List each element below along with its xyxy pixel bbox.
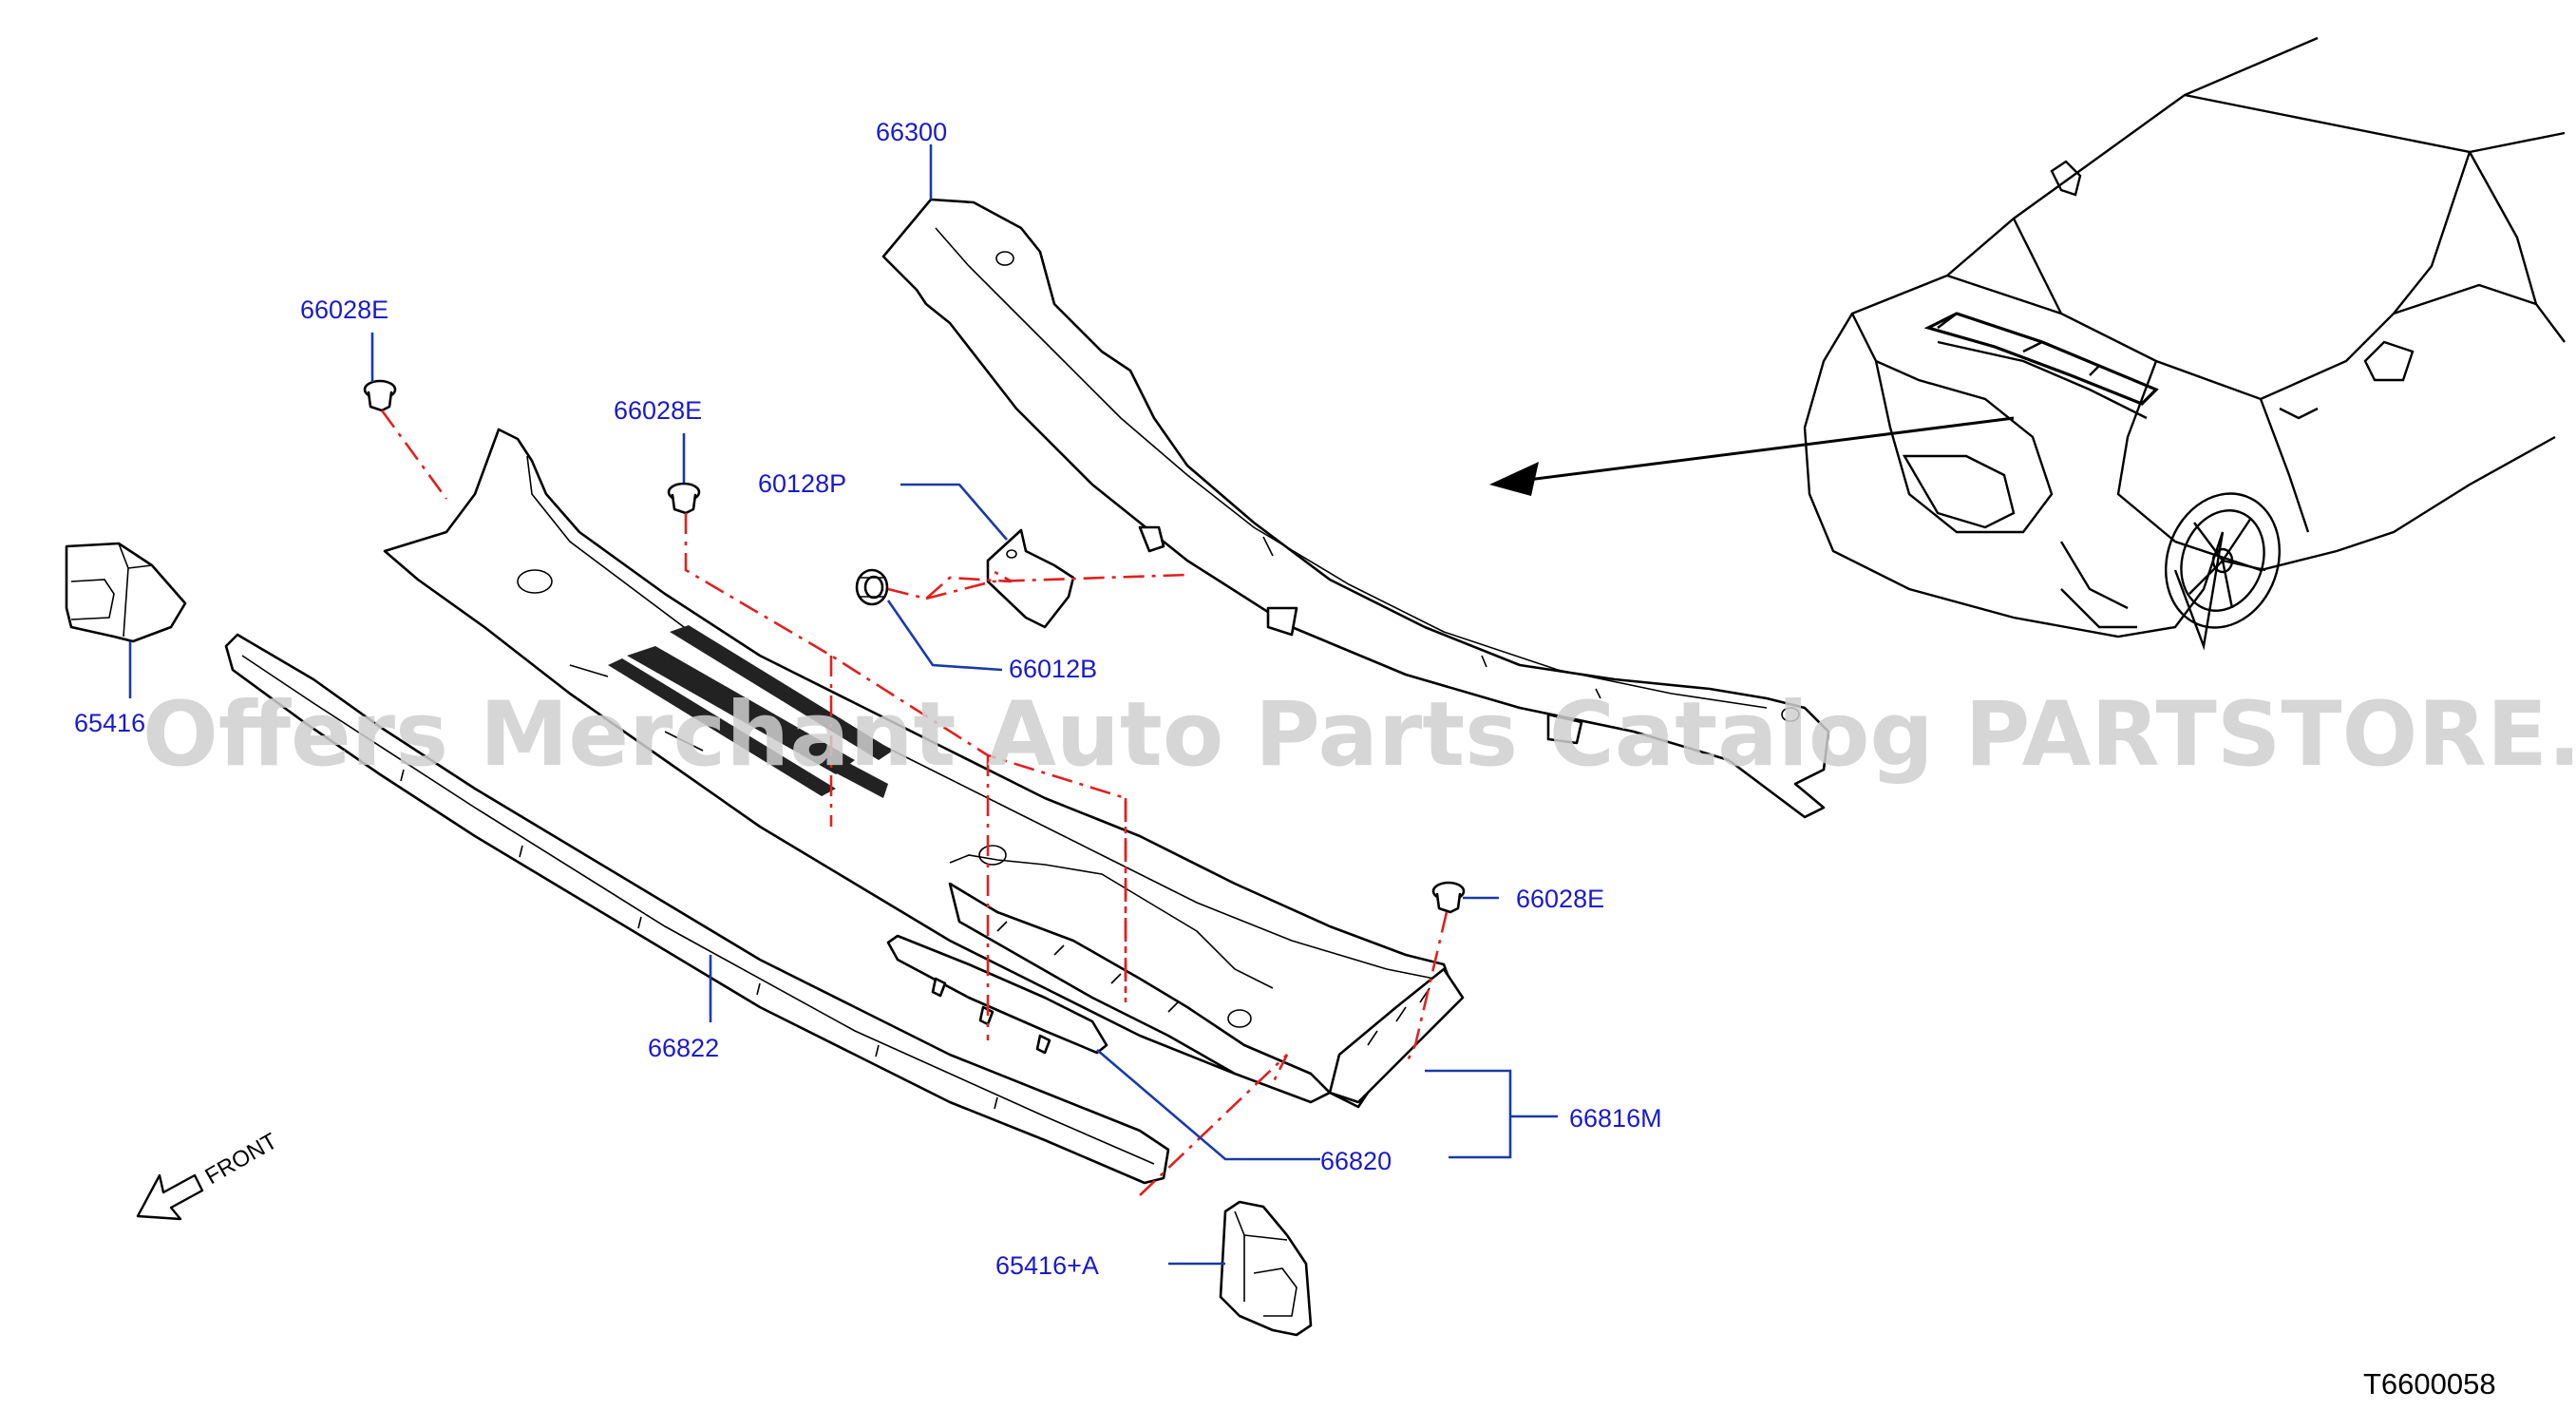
leader-lines [128, 144, 1558, 1266]
label-clip-right[interactable]: 66028E [1516, 885, 1604, 913]
label-cowl-garnish[interactable]: 66820 [1320, 1147, 1392, 1175]
label-clip-center[interactable]: 66028E [614, 396, 702, 425]
seal-left-part [65, 542, 187, 643]
overview-arrow [1489, 416, 2015, 496]
label-seal-right[interactable]: 65416+A [995, 1251, 1099, 1280]
label-cowl-top-assembly[interactable]: 66816M [1569, 1104, 1662, 1133]
clip-right-part [1431, 881, 1466, 914]
watermark-text: Offers Merchant Auto Parts Catalog PARTS… [142, 683, 2576, 787]
front-label: FRONT [201, 1128, 282, 1190]
front-seal-part [224, 633, 1170, 1185]
label-seal-left[interactable]: 65416 [74, 709, 145, 737]
diagram-code: T6600058 [2363, 1367, 2496, 1400]
label-grommet[interactable]: 66012B [1009, 655, 1097, 683]
grommet-part [855, 568, 889, 606]
front-arrow-icon [136, 1173, 204, 1221]
label-clip-top-left[interactable]: 66028E [300, 295, 388, 324]
label-cowl-top-cover[interactable]: 66300 [876, 118, 947, 146]
cowl-top-assembly-part [383, 428, 1465, 1109]
car-overview-illustration [1803, 36, 2566, 651]
front-direction-indicator: FRONT [136, 1128, 282, 1221]
cowl-top-cover-part [881, 198, 1830, 819]
label-front-seal[interactable]: 66822 [648, 1034, 719, 1062]
bracket-part [986, 528, 1075, 629]
label-bracket[interactable]: 60128P [758, 469, 846, 498]
clip-top-left-part [363, 379, 397, 412]
assembly-hidden-lines [380, 410, 1449, 1196]
clip-center-part [667, 482, 701, 515]
seal-right-part [1219, 1200, 1313, 1337]
cowl-garnish-part [886, 934, 1108, 1055]
